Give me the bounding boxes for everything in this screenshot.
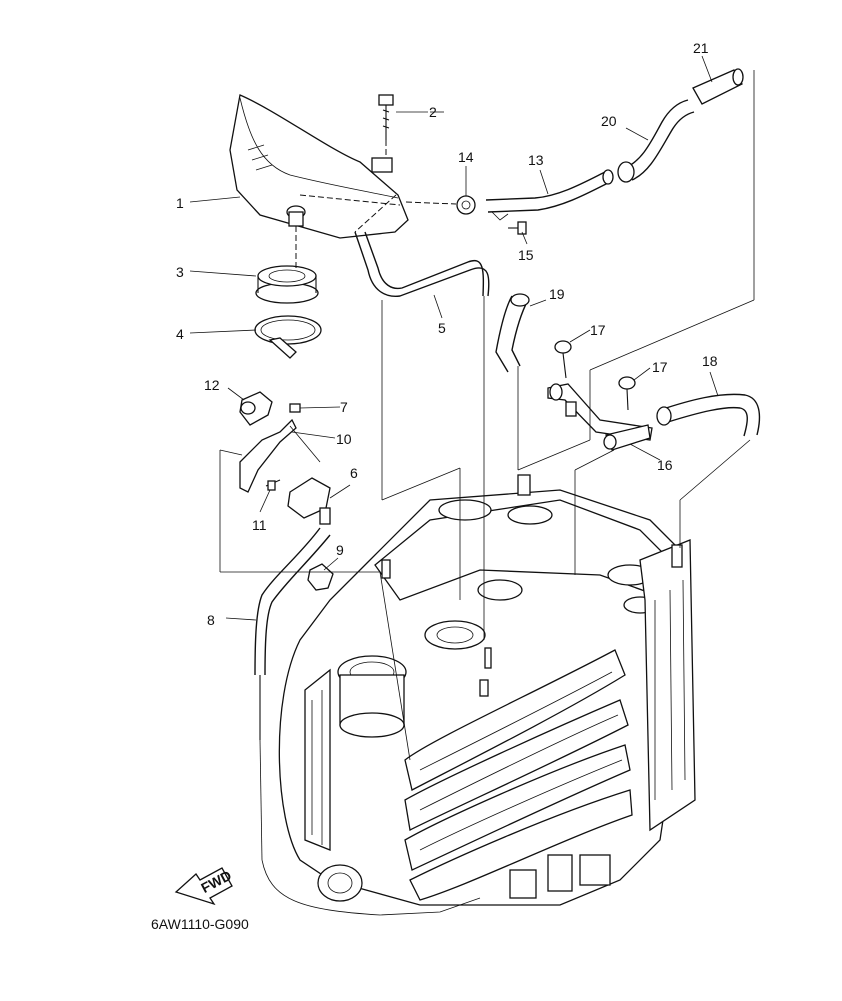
part-13-hose	[485, 169, 614, 213]
callout-1: 1	[176, 195, 184, 211]
part-6-sensor	[287, 477, 331, 525]
part-20-hose	[617, 99, 695, 183]
callout-21: 21	[693, 40, 709, 56]
part-18-hose	[656, 393, 761, 437]
callout-11: 11	[252, 517, 267, 533]
callout-9: 9	[336, 542, 344, 558]
part-17-bolt-a	[554, 340, 572, 379]
part-3-grommet	[255, 226, 319, 304]
part-19-hose	[495, 293, 530, 373]
callout-17a: 17	[590, 322, 606, 338]
callout-3: 3	[176, 264, 184, 280]
callout-8: 8	[207, 612, 215, 628]
callout-labels: 1 2 3 4 5 6 7 8 9 10 11 12 13 14 15 16 1…	[176, 40, 718, 628]
engine-block	[278, 474, 696, 906]
diagram-code: 6AW1110-G090	[151, 916, 249, 932]
part-7-nut	[289, 403, 301, 413]
reference-lines	[189, 70, 755, 916]
part-14-grommet	[405, 195, 476, 215]
part-10-bracket	[239, 418, 297, 493]
callout-leaders	[225, 55, 719, 621]
callout-6: 6	[350, 465, 358, 481]
part-11-screw	[265, 479, 281, 491]
callout-12: 12	[204, 377, 220, 393]
callout-16: 16	[657, 457, 673, 473]
part-21-hose	[692, 68, 744, 105]
callout-4: 4	[176, 326, 184, 342]
callout-17b: 17	[652, 359, 668, 375]
callout-10: 10	[336, 431, 352, 447]
callout-2: 2	[429, 104, 437, 120]
callout-18: 18	[702, 353, 718, 369]
part-5-hose	[354, 194, 490, 297]
callout-19: 19	[549, 286, 565, 302]
fwd-arrow-icon: FWD	[174, 867, 234, 906]
part-8-hose	[254, 527, 331, 740]
callout-20: 20	[601, 113, 617, 129]
part-4-band	[254, 315, 322, 359]
part-16-connector	[547, 383, 653, 451]
callout-7: 7	[340, 399, 348, 415]
part-2-bolt	[378, 94, 394, 158]
part-1-silencer-cover	[229, 94, 409, 239]
part-12-clip	[239, 391, 273, 426]
part-15-screw	[491, 211, 527, 235]
part-9-clip	[307, 563, 334, 591]
callout-5: 5	[438, 320, 446, 336]
callout-13: 13	[528, 152, 544, 168]
part-17-bolt-b	[618, 376, 636, 411]
callout-15: 15	[518, 247, 534, 263]
callout-14: 14	[458, 149, 474, 165]
